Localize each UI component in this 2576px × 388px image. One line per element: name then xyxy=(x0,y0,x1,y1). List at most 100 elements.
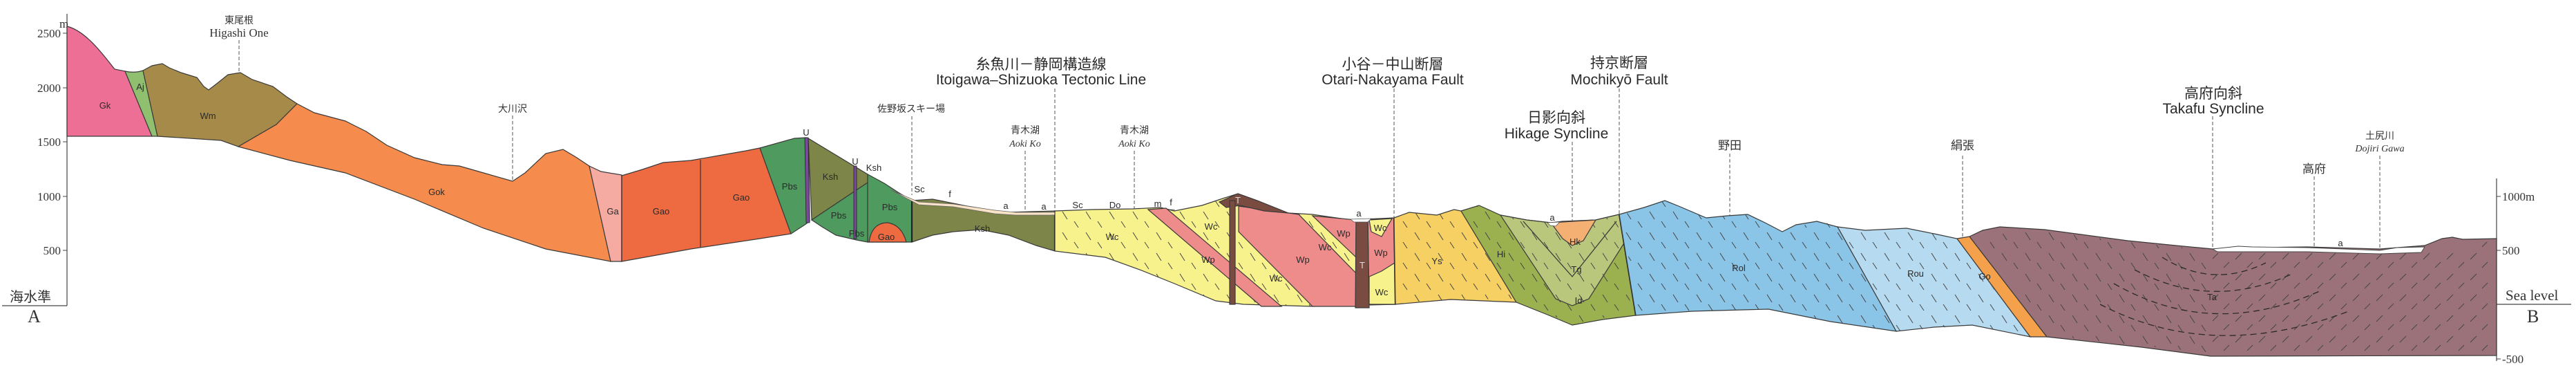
unit-gok xyxy=(237,103,611,262)
tick-label: 500 xyxy=(44,244,61,257)
unit-label: Pbs xyxy=(831,210,847,221)
dip-hatch xyxy=(1463,205,1632,324)
unit-gao xyxy=(868,222,907,243)
place-label-ja: 佐野坂スキー場 xyxy=(877,103,945,114)
tick-label: 500 xyxy=(2502,244,2520,257)
unit-label: Pbs xyxy=(882,202,898,212)
place-label-ja: 土尻川 xyxy=(2365,130,2394,141)
unit-label: Wc xyxy=(1270,273,1283,284)
structure-label-en: Otari-Nakayama Fault xyxy=(1322,72,1464,88)
unit-label: Gk xyxy=(99,100,111,111)
axis-unit: m xyxy=(59,17,68,30)
structure-label-en: Hikage Syncline xyxy=(1505,126,1609,142)
left-axis: m 2500 2000 1500 1000 500 海水準 A xyxy=(2,14,68,326)
unit-t xyxy=(1218,193,1289,214)
unit-gao xyxy=(621,147,792,262)
unit-label: a xyxy=(1549,212,1555,223)
section-end-label: B xyxy=(2527,306,2539,326)
tick-label: 2000 xyxy=(37,82,61,95)
unit-label: Do xyxy=(1109,200,1121,210)
structure-label-ja: 日影向斜 xyxy=(1527,110,1585,126)
structure-label-en: Mochikyō Fault xyxy=(1570,72,1668,88)
place-label-en: Higashi One xyxy=(209,26,268,39)
unit-label: Gao xyxy=(653,206,670,216)
unit-label: a xyxy=(1003,201,1009,211)
place-label-ja: 青木湖 xyxy=(1011,124,1040,136)
unit-label: Sc xyxy=(914,184,925,194)
unit-label: Hk xyxy=(1570,237,1581,247)
unit-label: T xyxy=(1235,195,1241,205)
structure-label-ja: 持京断層 xyxy=(1590,55,1648,71)
place-label-ja: 青木湖 xyxy=(1120,124,1149,136)
leader-lines xyxy=(238,40,2381,250)
structure-label-ja: 糸魚川－静岡構造線 xyxy=(976,57,1107,73)
structure-labels: 糸魚川－静岡構造線 Itoigawa–Shizuoka Tectonic Lin… xyxy=(936,55,2264,142)
alluvium xyxy=(1349,218,1372,223)
unit-label: Pbs xyxy=(849,228,865,239)
structure-label-en: Takafu Syncline xyxy=(2162,101,2264,117)
unit-label: Aj xyxy=(136,82,144,92)
tick-label: 2500 xyxy=(37,27,61,40)
unit-label: U xyxy=(852,156,858,167)
unit-label: Ga xyxy=(607,206,619,216)
dip-hatch xyxy=(1983,231,2213,353)
unit-label: Wc xyxy=(1374,223,1387,233)
unit-label: a xyxy=(1356,208,1362,219)
geologic-units xyxy=(66,26,2497,357)
structure-label-ja: 高府向斜 xyxy=(2184,86,2242,102)
sea-level-label: 海水準 xyxy=(10,289,51,305)
unit-label: Ksh xyxy=(866,163,881,173)
place-label-ja: 大川沢 xyxy=(498,103,527,114)
unit-label: Ta xyxy=(2207,292,2217,302)
unit-label: f xyxy=(1170,197,1172,207)
tick-label: 1000 xyxy=(37,190,61,203)
unit-label: T xyxy=(1359,260,1365,270)
dike-u xyxy=(804,137,810,223)
tick-label: 1000m xyxy=(2502,190,2535,203)
right-axis: 1000m 500 -500 Sea level B xyxy=(2496,178,2571,366)
sea-level-label: Sea level xyxy=(2506,287,2559,304)
dip-hatch xyxy=(1397,210,1513,303)
dike-u xyxy=(853,165,857,239)
place-label-en: Aoki Ko xyxy=(1118,139,1150,149)
structure-label-en: Itoigawa–Shizuoka Tectonic Line xyxy=(936,72,1146,88)
unit-label: a xyxy=(2338,238,2343,248)
structure-label-ja: 小谷－中山断層 xyxy=(1342,57,1444,73)
unit-label: Wp xyxy=(1374,248,1388,258)
unit-label: Tg xyxy=(1571,264,1581,275)
unit-wp xyxy=(1147,207,1283,307)
unit-label: Go xyxy=(1978,271,1990,281)
unit-label: Gok xyxy=(428,187,445,197)
place-label-ja: 東尾根 xyxy=(225,15,254,26)
unit-label: Pbs xyxy=(782,181,798,192)
unit-wc xyxy=(1368,218,1393,237)
unit-label: m xyxy=(1154,198,1162,209)
unit-label: Wp xyxy=(1337,228,1351,239)
unit-label: Wc xyxy=(1106,232,1119,242)
unit-label: Wp xyxy=(1201,255,1215,265)
unit-label: Id xyxy=(1575,295,1583,306)
tick-label: 1500 xyxy=(37,136,61,149)
unit-label: Wc xyxy=(1205,221,1218,232)
unit-label: Ksh xyxy=(975,223,990,234)
unit-label: Sc xyxy=(1072,200,1083,210)
place-label-ja: 野田 xyxy=(1718,139,1742,152)
dike-t xyxy=(1229,200,1236,305)
unit-label: Rou xyxy=(1907,268,1924,279)
unit-hk xyxy=(1549,219,1597,246)
dip-hatch xyxy=(1622,201,2028,335)
unit-label: Gao xyxy=(878,232,895,242)
unit-label: Gao xyxy=(733,192,750,203)
syncline-bedding-traces xyxy=(2099,257,2349,336)
unit-label: Wc xyxy=(1319,242,1332,252)
place-label-ja: 高府 xyxy=(2302,163,2326,176)
section-end-label: A xyxy=(28,306,41,326)
unit-label: f xyxy=(948,189,951,199)
place-label-en: Aoki Ko xyxy=(1009,139,1041,149)
place-labels: 東尾根 Higashi One 大川沢 佐野坂スキー場 青木湖 Aoki Ko … xyxy=(209,15,2404,176)
unit-label: Rol xyxy=(1732,263,1746,273)
alluvium xyxy=(1547,221,1561,227)
dip-hatch xyxy=(2213,241,2494,354)
tick-label: -500 xyxy=(2502,353,2523,366)
alluvium xyxy=(2211,246,2425,255)
